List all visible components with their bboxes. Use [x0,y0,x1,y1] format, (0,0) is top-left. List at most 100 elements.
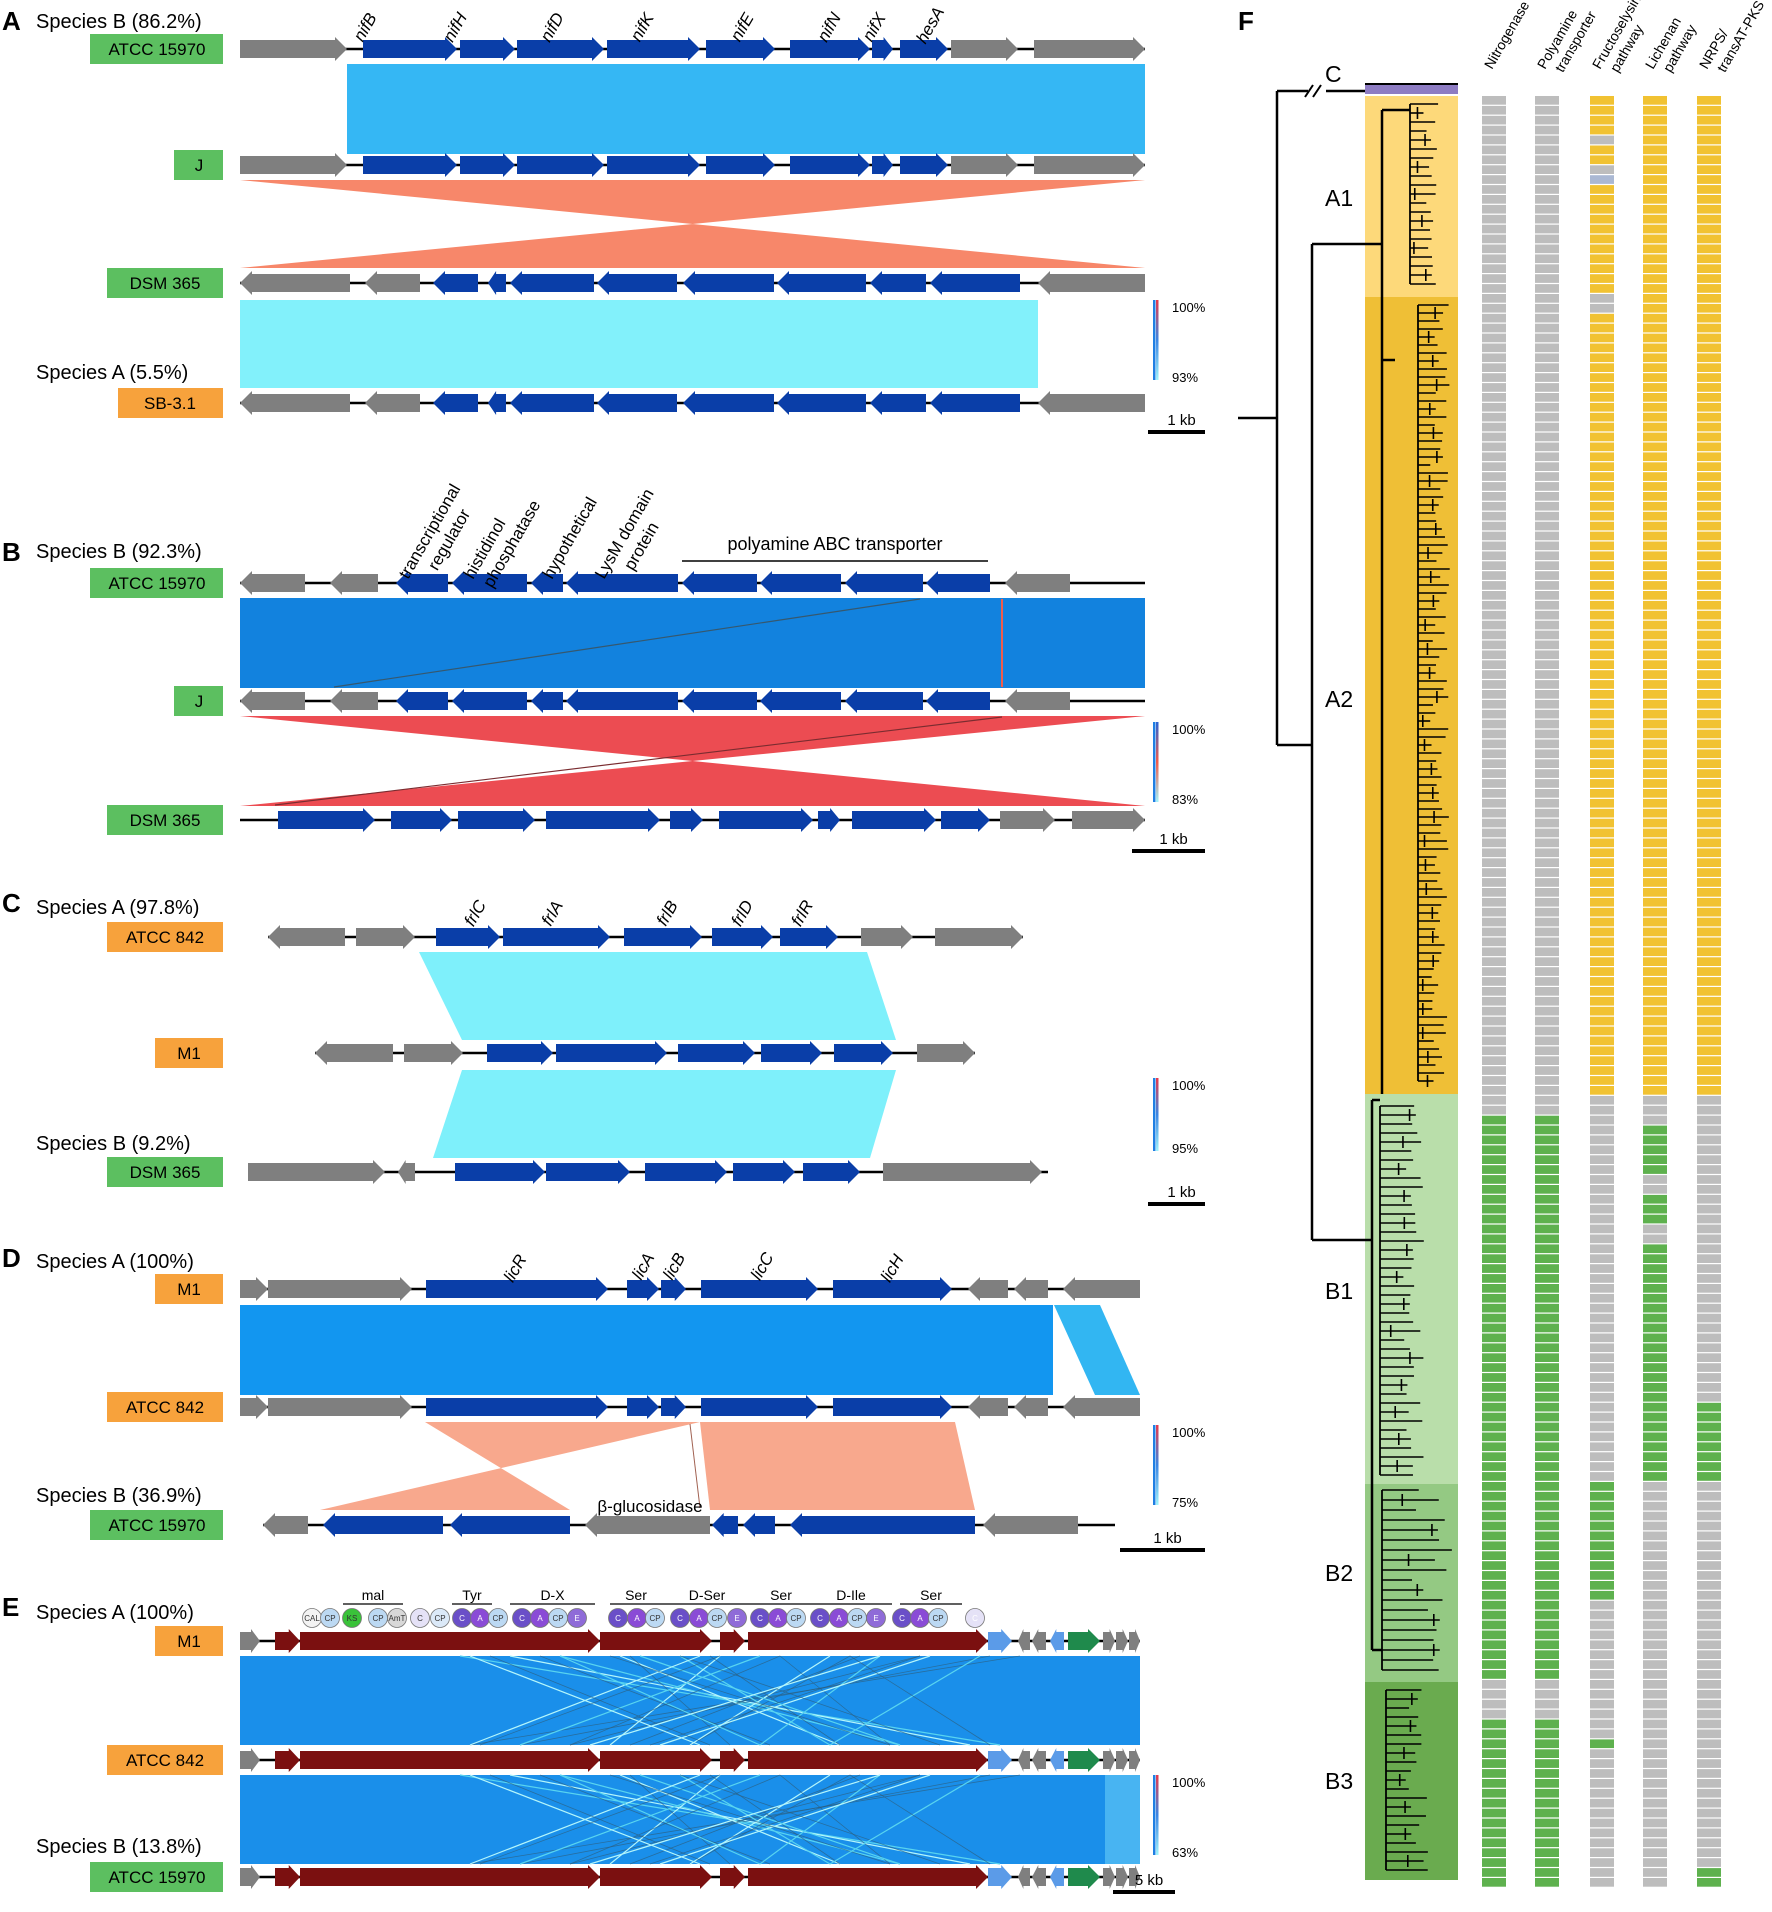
grid-cell [1482,224,1506,234]
grid-cell [1535,204,1559,214]
grid-cell [1482,808,1506,818]
grid-cell [1590,581,1614,590]
grid-cell [1590,1798,1614,1808]
grid-cell [1643,1828,1667,1838]
grid-cell [1482,1769,1506,1778]
grid-cell [1697,472,1721,481]
grid-cell [1590,897,1614,907]
grid-cell [1590,373,1614,382]
gene-arrow [720,1629,745,1653]
grid-cell [1697,323,1721,333]
crossing-line [679,1774,941,1865]
scale-bar-label: 1 kb [1153,1530,1181,1547]
grid-cell [1482,729,1506,739]
domain-circle [488,1608,508,1628]
crossing-line [629,1774,861,1865]
grid-cell [1643,1313,1667,1323]
tree-break [1312,84,1322,98]
gene-arrow [706,153,775,177]
grid-cell [1482,868,1506,877]
grid-cell [1643,1155,1667,1164]
gene-label: nifH [439,9,471,45]
grid-cell [1590,1076,1614,1085]
grid-cell [1697,224,1721,234]
grid-cell [1590,1610,1614,1620]
genome-track [240,689,1145,713]
crossing-line [479,1774,721,1865]
grid-cell [1590,1551,1614,1560]
color-scale-bar [1156,1425,1159,1505]
grid-cell [1482,1383,1506,1392]
grid-cell [1697,264,1721,273]
grid-cell [1482,719,1506,729]
grid-cell [1535,729,1559,739]
grid-cell [1590,729,1614,739]
grid-cell [1643,175,1667,184]
crossing-line [709,1655,841,1746]
grid-cell [1482,1501,1506,1511]
grid-cell [1590,1808,1614,1818]
gene-arrow [930,271,1020,295]
grid-cell [1697,1660,1721,1669]
genome-track [240,808,1145,832]
grid-cell [1535,462,1559,471]
homology-band [240,716,1145,806]
grid-cell [1697,610,1721,620]
grid-cell [1590,1383,1614,1392]
grid-cell [1590,1590,1614,1600]
grid-cell [1482,1165,1506,1174]
gene-arrow [845,571,923,595]
grid-cell [1697,1442,1721,1452]
gene-label: nifK [627,9,658,44]
gene-arrow [275,1748,300,1772]
grid-cell [1697,383,1721,392]
grid-cell [1482,1680,1506,1689]
grid-cell [1697,115,1721,125]
grid-cell [1590,185,1614,194]
grid-cell [1535,680,1559,689]
grid-cell [1697,185,1721,194]
grid-cell [1535,1224,1559,1234]
grid-cell [1482,1620,1506,1630]
grid-cell [1535,1759,1559,1768]
gene-arrow [1050,1629,1064,1653]
grid-cell [1697,214,1721,224]
grid-cell [1482,175,1506,184]
grid-cell [1590,967,1614,976]
gene-arrow [396,689,448,713]
gene-arrow [777,271,866,295]
grid-cell [1535,630,1559,640]
grid-cell [1535,1521,1559,1531]
grid-cell [1535,977,1559,986]
grid-cell [1535,789,1559,798]
grid-cell [1643,343,1667,353]
grid-cell [1482,1155,1506,1164]
grid-cell [1535,1779,1559,1788]
crossing-line [829,1774,981,1865]
grid-cell [1697,1284,1721,1293]
grid-cell [1535,472,1559,481]
grid-cell [1643,105,1667,115]
grid-cell [1535,96,1559,105]
grid-cell [1697,709,1721,719]
grid-cell [1482,620,1506,630]
grid-cell [1643,1254,1667,1263]
grid-cell [1590,888,1614,897]
grid-cell [1590,551,1614,561]
grid-cell [1535,1472,1559,1481]
gene-label: licB [659,1250,689,1283]
grid-cell [1535,1501,1559,1511]
gene-arrow [1032,1629,1046,1653]
grid-cell [1643,531,1667,541]
grid-cell [1590,808,1614,818]
grid-cell [1590,412,1614,422]
grid-cell [1482,1719,1506,1729]
grid-cell [1590,1135,1614,1145]
grid-cell [1482,1868,1506,1877]
genome-track [240,271,1145,295]
grid-cell [1482,165,1506,174]
domain-circle [928,1608,948,1628]
gene-arrow [1000,808,1055,832]
column-header-line: Nitrogenase [1481,0,1533,71]
strain-box-bg [155,1274,223,1304]
